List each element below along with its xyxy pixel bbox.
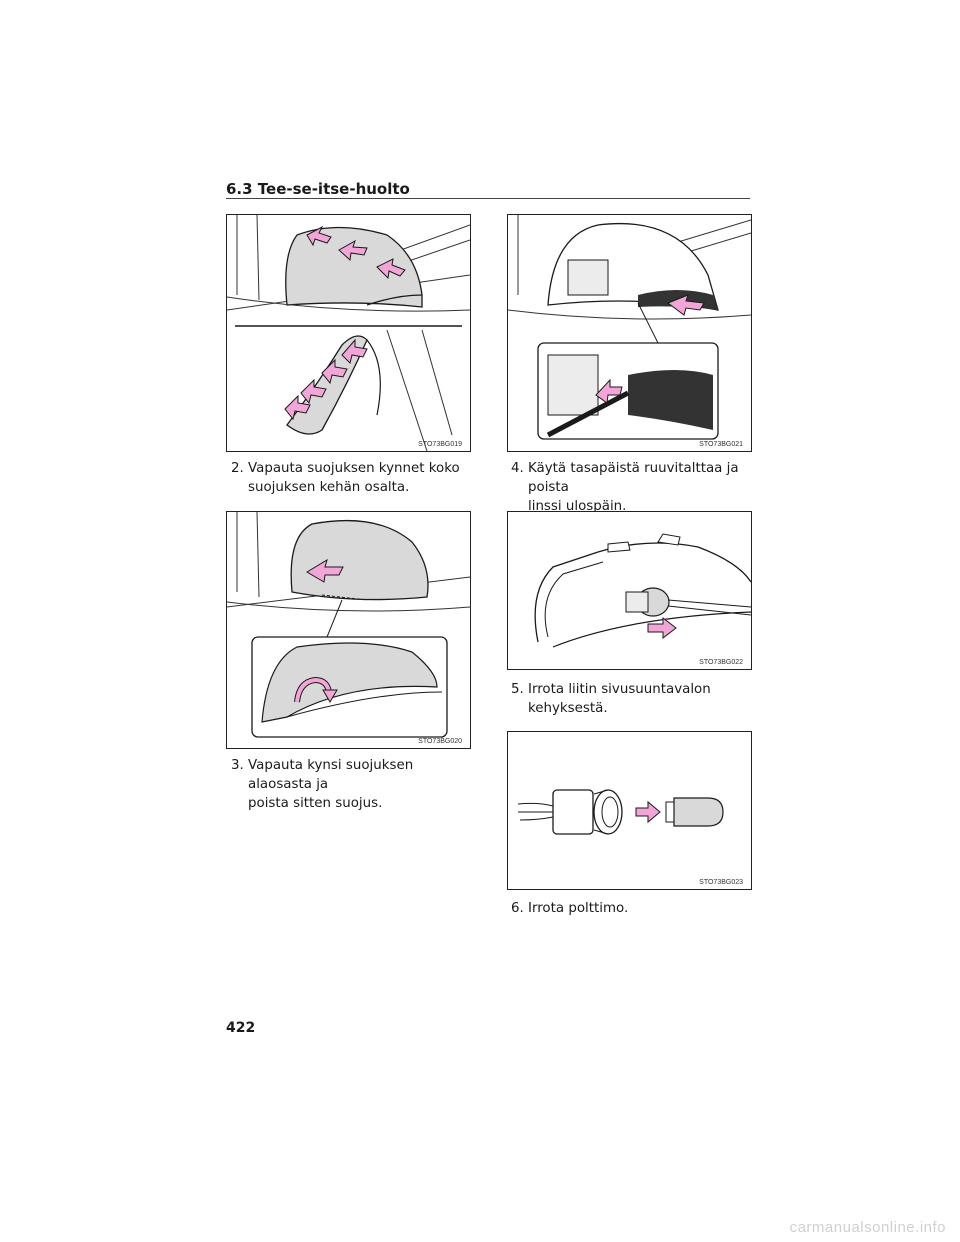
figure-code: STO73BG020 xyxy=(418,738,462,745)
step-number: 4. xyxy=(511,461,524,476)
step-text-line2: linssi ulospäin. xyxy=(528,499,627,514)
step-text-line1: Vapauta kynsi suojuksen alaosasta ja xyxy=(248,758,414,792)
figure-cover-lower-claw: STO73BG020 xyxy=(226,511,471,749)
figure-lens-removal: STO73BG021 xyxy=(507,214,752,452)
cover-lower-claw-illustration xyxy=(227,512,470,738)
header-divider xyxy=(226,198,750,199)
connector-removal-illustration xyxy=(534,533,751,648)
figure-connector-removal: STO73BG022 xyxy=(507,511,752,670)
figure-code: STO73BG019 xyxy=(418,441,462,448)
section-title: 6.3 Tee-se-itse-huolto xyxy=(226,180,410,198)
figure-code: STO73BG021 xyxy=(699,441,743,448)
bulb-removal-illustration xyxy=(517,789,724,835)
step-number: 3. xyxy=(231,758,244,773)
step-2: 2. Vapauta suojuksen kynnet koko suojuks… xyxy=(231,459,471,497)
step-number: 6. xyxy=(511,901,524,916)
step-text-line1: Irrota polttimo. xyxy=(528,901,629,916)
lens-removal-illustration xyxy=(508,215,751,440)
step-number: 5. xyxy=(511,682,524,697)
page-number: 422 xyxy=(226,1020,256,1036)
mirror-cover-illustration xyxy=(227,215,470,451)
figure-mirror-cover-claws: STO73BG019 xyxy=(226,214,471,452)
step-text-line2: poista sitten suojus. xyxy=(248,796,383,811)
figure-code: STO73BG023 xyxy=(699,879,743,886)
step-3: 3. Vapauta kynsi suojuksen alaosasta ja … xyxy=(231,756,471,813)
step-5: 5. Irrota liitin sivusuuntavalon kehykse… xyxy=(511,680,757,718)
step-text-line1: Irrota liitin sivusuuntavalon xyxy=(528,682,711,697)
step-4: 4. Käytä tasapäistä ruuvitalttaa ja pois… xyxy=(511,459,757,516)
step-text-line1: Vapauta suojuksen kynnet koko xyxy=(248,461,460,476)
watermark-link[interactable]: carmanualsonline.info xyxy=(789,1219,946,1236)
step-number: 2. xyxy=(231,461,244,476)
step-text-line1: Käytä tasapäistä ruuvitalttaa ja poista xyxy=(528,461,739,495)
step-6: 6. Irrota polttimo. xyxy=(511,899,757,918)
figure-code: STO73BG022 xyxy=(699,659,743,666)
figure-bulb-removal: STO73BG023 xyxy=(507,731,752,890)
step-text-line2: suojuksen kehän osalta. xyxy=(248,480,410,495)
step-text-line2: kehyksestä. xyxy=(528,701,608,716)
